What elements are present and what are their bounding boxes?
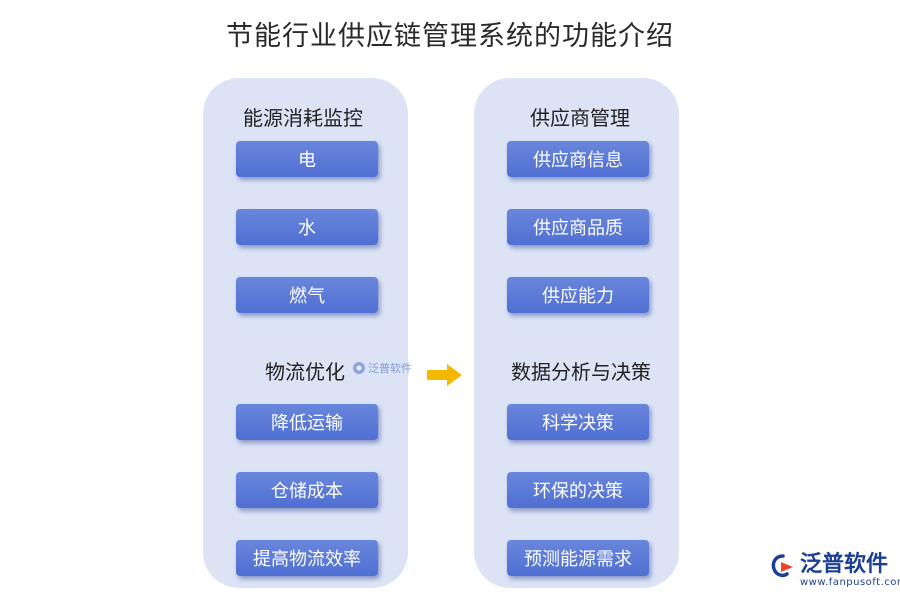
right-arrow-icon [427,364,462,386]
box-supply-capacity: 供应能力 [507,277,649,313]
energy-monitoring-heading: 能源消耗监控 [243,106,363,130]
box-supplier-info: 供应商信息 [507,141,649,177]
logistics-heading: 物流优化 [265,360,345,384]
brand-logo-icon [353,362,365,374]
box-supplier-quality: 供应商品质 [507,209,649,245]
box-water: 水 [236,209,378,245]
box-scientific-decision: 科学决策 [507,404,649,440]
box-logistics-efficiency: 提高物流效率 [236,540,378,576]
supplier-management-heading: 供应商管理 [530,106,630,130]
box-forecast-energy: 预测能源需求 [507,540,649,576]
box-electricity: 电 [236,141,378,177]
box-gas: 燃气 [236,277,378,313]
brand-url: www.fanpusoft.com [800,577,900,588]
center-watermark: 泛普软件 [352,360,412,376]
box-storage-cost: 仓储成本 [236,472,378,508]
diagram-title: 节能行业供应链管理系统的功能介绍 [226,21,674,52]
box-reduce-transport: 降低运输 [236,404,378,440]
data-analysis-heading: 数据分析与决策 [511,360,651,384]
brand-name: 泛普软件 [800,552,889,577]
box-eco-decision: 环保的决策 [507,472,649,508]
brand-mark-icon [771,554,793,578]
brand-logo: 泛普软件 www.fanpusoft.com [769,553,900,588]
watermark-text: 泛普软件 [368,362,412,375]
